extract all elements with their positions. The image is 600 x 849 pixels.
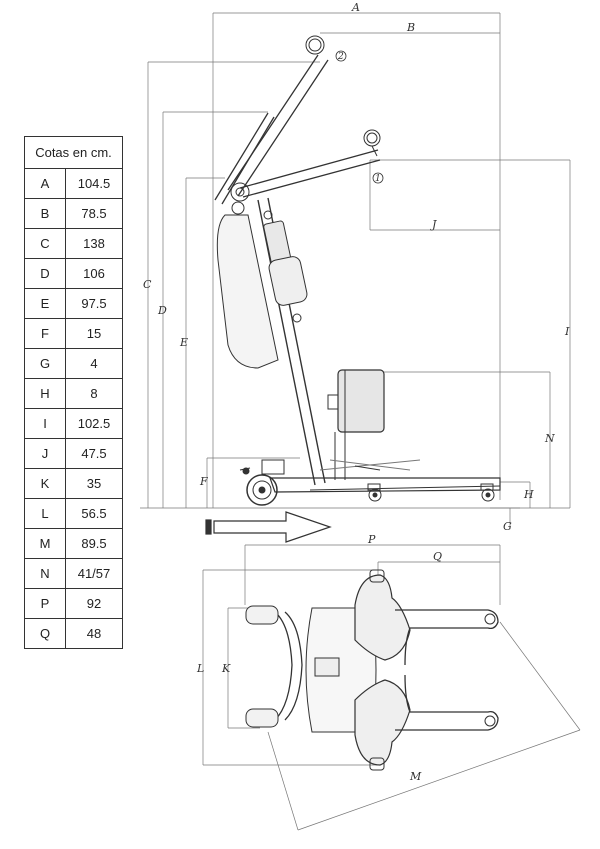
label-n: N [544, 432, 555, 445]
label-b: B [406, 21, 415, 34]
dimension-value: 106 [65, 258, 123, 289]
label-i: I [564, 325, 570, 338]
dimension-value: 47.5 [65, 438, 123, 469]
label-e: E [179, 336, 188, 349]
top-view [202, 544, 581, 831]
dimension-value: 102.5 [65, 408, 123, 439]
dimension-value: 56.5 [65, 498, 123, 529]
dimension-value: 97.5 [65, 288, 123, 319]
label-a: A [351, 1, 360, 14]
dimension-value: 104.5 [65, 168, 123, 199]
dimension-lines [140, 12, 571, 528]
dimension-key: I [24, 408, 66, 439]
table-header: Cotas en cm. [24, 136, 123, 169]
side-view-labels: A B C D E F G H I J N 2 1 [143, 1, 570, 533]
label-k: K [221, 662, 231, 675]
point-2-label: 2 [337, 52, 344, 62]
direction-arrow [205, 511, 332, 543]
label-p: P [367, 533, 376, 546]
label-g: G [503, 520, 512, 533]
label-j: J [430, 218, 437, 231]
table-header-row: Cotas en cm. [24, 136, 123, 169]
dimension-key: Q [24, 618, 66, 649]
side-view [140, 12, 571, 543]
dimension-key: C [24, 228, 66, 259]
label-h: H [523, 488, 534, 501]
label-m: M [409, 770, 422, 783]
dimension-value: 138 [65, 228, 123, 259]
label-q: Q [433, 550, 442, 563]
dimension-value: 4 [65, 348, 123, 379]
label-d: D [157, 304, 167, 317]
top-view-labels: P Q L K M [196, 533, 442, 783]
dimension-key: H [24, 378, 66, 409]
dimension-value: 8 [65, 378, 123, 409]
dimension-key: G [24, 348, 66, 379]
dimension-value: 78.5 [65, 198, 123, 229]
label-f: F [199, 475, 208, 488]
label-l: L [196, 662, 204, 675]
dimension-value: 41/57 [65, 558, 123, 589]
label-c: C [143, 278, 152, 291]
dimension-value: 48 [65, 618, 123, 649]
point-1-label: 1 [375, 174, 381, 184]
dimension-key: A [24, 168, 66, 199]
dimension-value: 35 [65, 468, 123, 499]
dimension-value: 89.5 [65, 528, 123, 559]
top-dimension-lines [202, 544, 581, 831]
